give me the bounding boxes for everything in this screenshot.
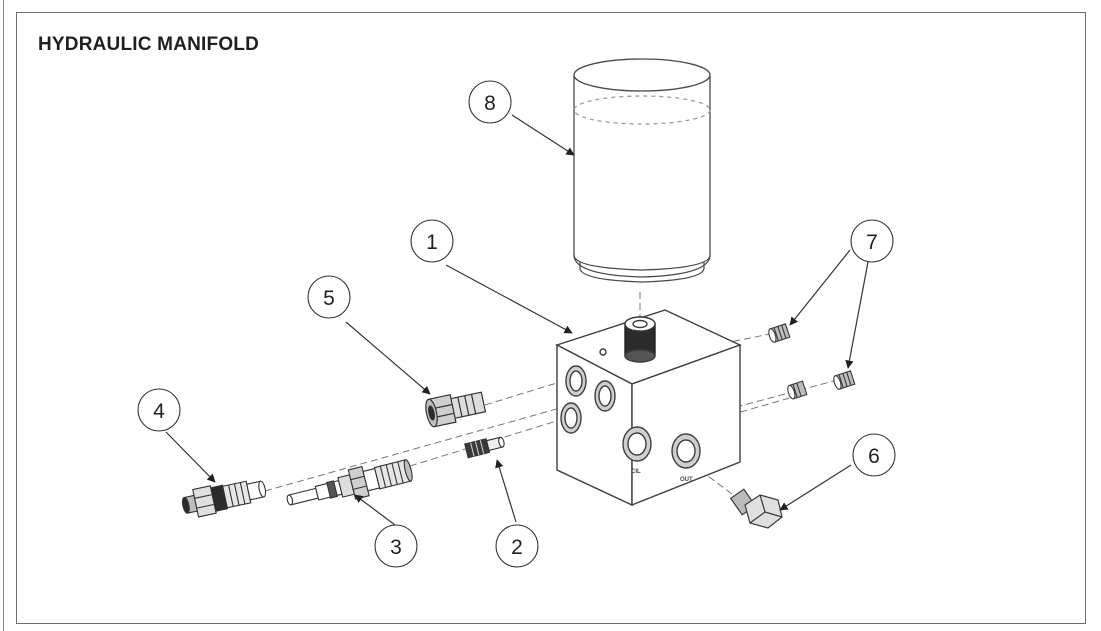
page-edge bbox=[3, 0, 4, 631]
callout-4: 4 bbox=[137, 388, 181, 432]
port-label-cil: CIL bbox=[631, 469, 641, 475]
callout-2-number: 2 bbox=[511, 536, 523, 559]
port-label-out: OUT bbox=[680, 477, 693, 483]
small-cartridge bbox=[464, 436, 505, 459]
adjustable-valve bbox=[181, 480, 267, 518]
callout-3: 3 bbox=[374, 524, 418, 568]
callout-3-number: 3 bbox=[390, 536, 402, 559]
callout-6-number: 6 bbox=[868, 445, 880, 468]
callout-5: 5 bbox=[307, 275, 351, 319]
callout-5-number: 5 bbox=[323, 287, 335, 310]
callout-2: 2 bbox=[495, 524, 539, 568]
callout-6: 6 bbox=[852, 433, 896, 477]
callout-7: 7 bbox=[850, 219, 894, 263]
relief-cartridge bbox=[425, 391, 487, 428]
callout-7-number: 7 bbox=[866, 231, 878, 254]
leader-lines bbox=[165, 114, 869, 526]
hex-plug bbox=[729, 488, 783, 529]
callout-4-number: 4 bbox=[153, 400, 165, 423]
diagram-title: HYDRAULIC MANIFOLD bbox=[38, 34, 260, 55]
filter-canister bbox=[573, 58, 711, 283]
callout-8-number: 8 bbox=[484, 92, 496, 115]
callout-8: 8 bbox=[468, 80, 512, 124]
port-plugs bbox=[768, 323, 856, 400]
manifold-block bbox=[555, 309, 742, 507]
drawing-frame bbox=[16, 12, 1086, 624]
callout-1-number: 1 bbox=[426, 231, 438, 254]
spool-valve bbox=[286, 459, 413, 506]
callout-1: 1 bbox=[410, 219, 454, 263]
